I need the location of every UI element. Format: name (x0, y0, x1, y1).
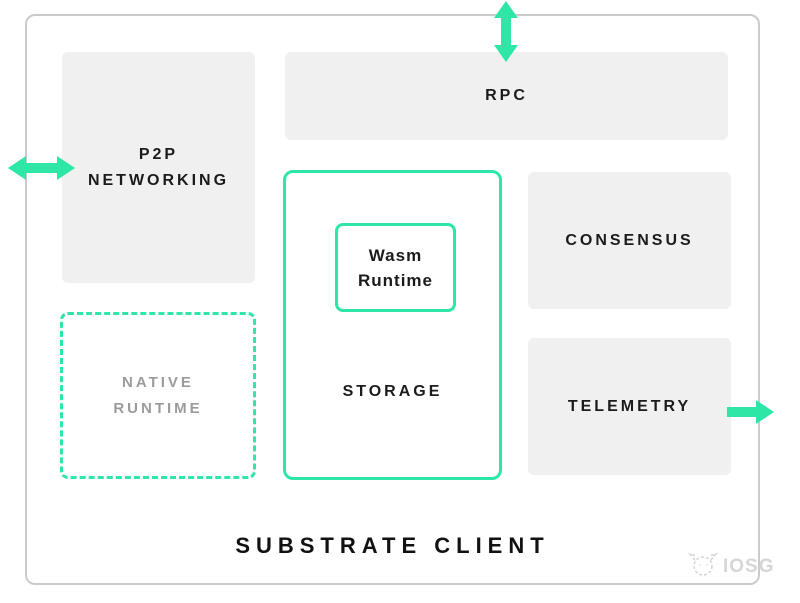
wasm-runtime-label: Wasm Runtime (358, 243, 433, 293)
consensus-label: CONSENSUS (565, 231, 694, 249)
native-label-line2: RUNTIME (113, 399, 203, 417)
double-horizontal-arrow-icon (8, 153, 75, 183)
native-label-line1: NATIVE (122, 373, 194, 391)
box-telemetry: TELEMETRY (528, 338, 731, 475)
double-vertical-arrow-icon (491, 1, 521, 62)
telemetry-label: TELEMETRY (567, 397, 692, 415)
iosg-mascot-icon (684, 550, 719, 584)
box-consensus: CONSENSUS (528, 172, 731, 309)
p2p-label-line1: P2P (138, 145, 179, 163)
wasm-label-line1: Wasm (368, 245, 423, 265)
watermark: IOSG (684, 550, 775, 584)
box-native-runtime: NATIVE RUNTIME (60, 312, 256, 479)
box-wasm-runtime: Wasm Runtime (335, 223, 456, 312)
box-p2p-networking: P2P NETWORKING (62, 52, 255, 283)
right-arrow-icon (727, 398, 774, 426)
box-rpc: RPC (285, 52, 728, 140)
watermark-label: IOSG (723, 556, 775, 577)
native-runtime-label: NATIVE RUNTIME (113, 370, 202, 422)
box-storage: Wasm Runtime STORAGE (283, 170, 502, 480)
p2p-label-line2: NETWORKING (87, 171, 230, 189)
wasm-label-line2: Runtime (358, 270, 433, 290)
p2p-networking-label: P2P NETWORKING (88, 142, 229, 194)
rpc-label: RPC (485, 87, 528, 104)
diagram-title: SUBSTRATE CLIENT (235, 533, 550, 558)
storage-label: STORAGE (342, 383, 443, 400)
